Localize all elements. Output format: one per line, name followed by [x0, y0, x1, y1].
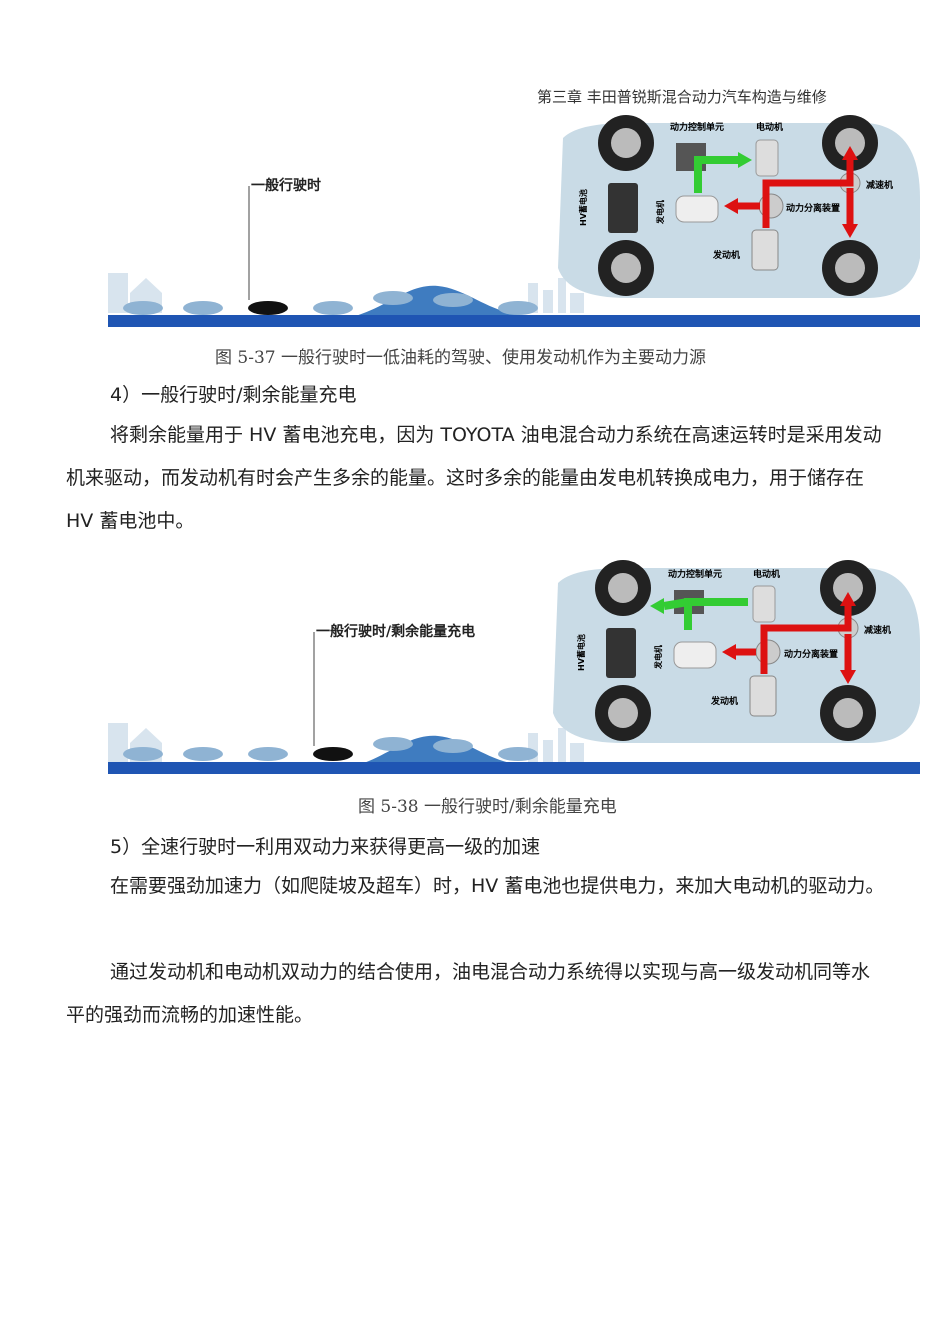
road — [108, 315, 920, 327]
label-hv-battery: HV蓄电池 — [578, 189, 588, 226]
figure-caption-5-38: 图 5-38 一般行驶时/剩余能量充电 — [358, 797, 617, 817]
label-reducer: 减速机 — [866, 179, 893, 191]
label-generator: 发电机 — [653, 645, 663, 670]
figure-5-37: 一般行驶时 动力控制单元 电动机 减速 — [108, 108, 920, 328]
label-power-control-unit: 动力控制单元 — [670, 121, 724, 133]
section-5-heading: 5）全速行驶时一利用双动力来获得更高一级的加速 — [110, 836, 541, 858]
hv-battery — [606, 628, 636, 678]
scene-label: 一般行驶时 — [251, 177, 321, 194]
section-5-paragraph-2: 通过发动机和电动机双动力的结合使用，油电混合动力系统得以实现与高一级发动机同等水… — [66, 961, 871, 1026]
ego-car — [248, 301, 288, 315]
figure-5-38: 一般行驶时/剩余能量充电 动力控制单元 电动机 减速机 HV蓄电池 — [108, 558, 920, 778]
chapter-header: 第三章 丰田普锐斯混合动力汽车构造与维修 — [537, 88, 827, 106]
section-4-heading: 4）一般行驶时/剩余能量充电 — [110, 384, 357, 406]
generator — [673, 641, 717, 669]
label-generator: 发电机 — [655, 200, 665, 225]
wheels — [598, 115, 878, 296]
wheels — [595, 560, 876, 741]
label-hv-battery: HV蓄电池 — [576, 634, 586, 671]
generator — [675, 195, 719, 223]
label-power-split: 动力分离装置 — [786, 202, 840, 214]
factory-skyline — [528, 278, 584, 313]
motor — [755, 139, 779, 177]
ego-car — [313, 747, 353, 761]
cars-row — [123, 737, 538, 761]
section-4-paragraph: 将剩余能量用于 HV 蓄电池充电，因为 TOYOTA 油电混合动力系统在高速运转… — [66, 424, 882, 532]
label-engine: 发动机 — [712, 249, 740, 261]
label-power-control-unit: 动力控制单元 — [668, 568, 722, 580]
power-split-device — [755, 639, 781, 665]
factory-skyline — [528, 728, 584, 763]
engine — [749, 675, 777, 717]
engine — [751, 229, 779, 271]
flow-arrows — [694, 146, 858, 238]
section-5-paragraph-1: 在需要强劲加速力（如爬陡坡及超车）时，HV 蓄电池也提供电力，来加大电动机的驱动… — [110, 875, 885, 897]
hybrid-system-diagram-1: 一般行驶时 动力控制单元 电动机 减速 — [108, 115, 920, 327]
hv-battery — [608, 183, 638, 233]
label-motor: 电动机 — [753, 568, 780, 580]
motor — [752, 585, 776, 623]
label-motor: 电动机 — [756, 121, 783, 133]
cars-row — [123, 291, 538, 315]
label-reducer: 减速机 — [864, 624, 891, 636]
hybrid-system-diagram-2: 一般行驶时/剩余能量充电 动力控制单元 电动机 减速机 HV蓄电池 — [108, 560, 920, 774]
flow-arrows — [650, 592, 856, 684]
figure-caption-5-37: 图 5-37 一般行驶时一低油耗的驾驶、使用发动机作为主要动力源 — [215, 348, 706, 368]
label-engine: 发动机 — [710, 695, 738, 707]
road — [108, 762, 920, 774]
scene-label: 一般行驶时/剩余能量充电 — [316, 623, 475, 640]
label-power-split: 动力分离装置 — [784, 648, 838, 660]
